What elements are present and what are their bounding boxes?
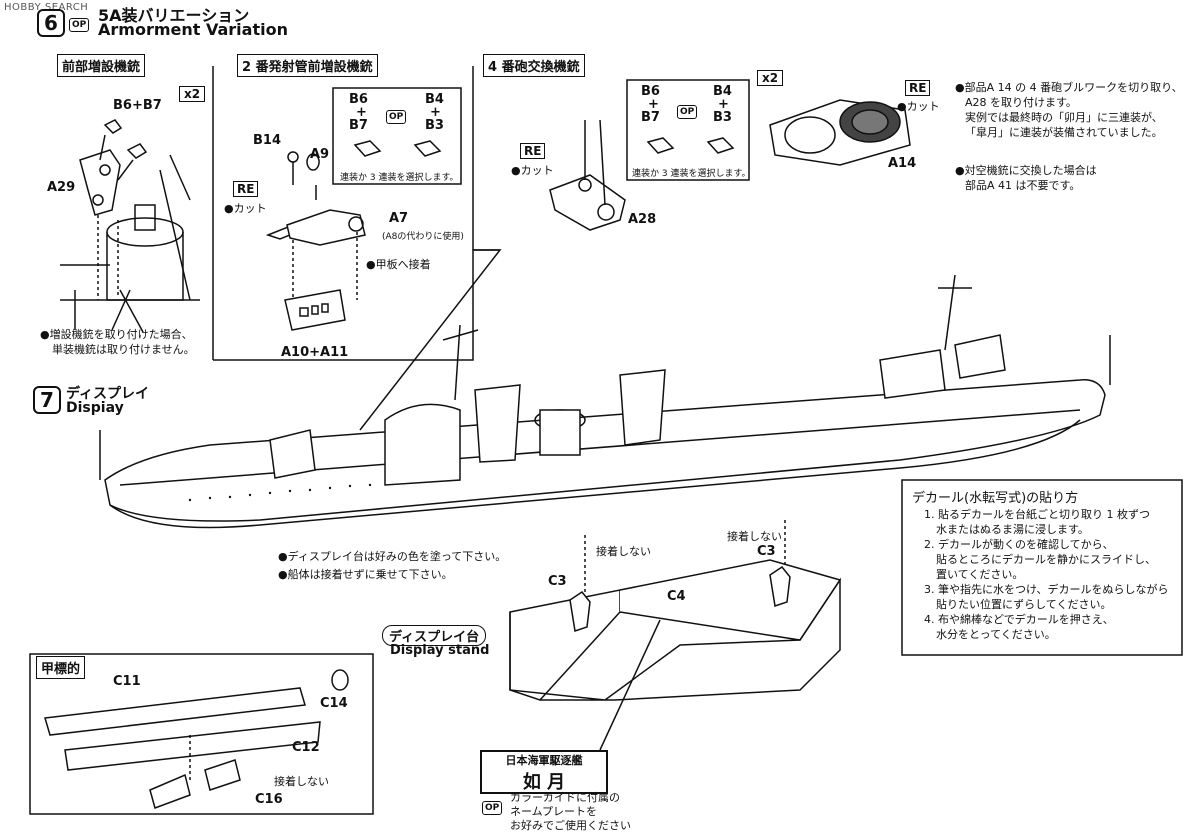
step-6-op-badge: OP	[69, 18, 90, 32]
panel4-note2-line2: 部品A 41 は不要です。	[965, 179, 1081, 192]
decal-step-2c: 置いてください。	[936, 568, 1024, 581]
panel2-option-plus2: +	[430, 105, 441, 120]
panel4-multiplier: x2	[757, 70, 784, 86]
step-6-number: 6	[37, 9, 65, 37]
part-a14-label: A14	[888, 156, 917, 171]
step-6-title-jp: 5A装バリエーション	[98, 6, 250, 25]
panel3-option-b7: B7	[641, 110, 660, 125]
watermark: HOBBY SEARCH	[4, 2, 89, 13]
step-7-title-en: Dispiay	[66, 400, 124, 416]
decal-title: デカール(水転写式)の貼り方	[912, 491, 1079, 506]
panel3-re-badge: RE	[520, 143, 546, 159]
nameplate: 日本海軍駆逐艦 如 月	[480, 750, 608, 794]
decal-step-3a: 3. 筆や指先に水をつけ、デカールをぬらしながら	[924, 583, 1169, 596]
part-b6b7-label: B6+B7	[113, 98, 162, 113]
part-c3-right: C3	[757, 544, 776, 559]
panel4-re-badge: RE	[905, 80, 931, 96]
part-c11: C11	[113, 674, 141, 689]
panel4-note1-line4: 「皐月」に連装が装備されていました。	[965, 126, 1163, 139]
part-a9-label: A9	[310, 147, 330, 162]
nameplate-op-badge: OP	[482, 801, 503, 815]
part-a7-note: (A8の代わりに使用)	[382, 232, 464, 242]
panel3-option-b4: B4	[713, 84, 732, 99]
nameplate-note3: お好みでご使用ください	[510, 819, 631, 832]
panel3-option-plus2: +	[718, 97, 729, 112]
no-glue-left: 接着しない	[596, 545, 651, 558]
panel4-cut-label: ●カット	[897, 100, 940, 113]
panel4-note1-line1: ●部品A 14 の 4 番砲ブルワークを切り取り、	[955, 81, 1183, 94]
panel3-title: 4 番砲交換機銃	[483, 54, 585, 77]
panel2-option-b4: B4	[425, 92, 444, 107]
panel3-op-badge: OP	[677, 105, 698, 119]
panel2-option-plus1: +	[356, 105, 367, 120]
panel3-cut-label: ●カット	[511, 164, 554, 177]
panel2-option-b6: B6	[349, 92, 368, 107]
part-a7-label: A7	[389, 211, 409, 226]
panel2-option-b7: B7	[349, 118, 368, 133]
display-stand-en: Display stand	[390, 643, 490, 658]
nameplate-note2: ネームプレートを	[510, 805, 598, 818]
deck-glue-label: ●甲板へ接着	[366, 258, 431, 271]
nameplate-line2: 如 月	[522, 772, 566, 793]
panel1-note-line2: 単装機銃は取り付けません。	[52, 343, 195, 356]
decal-step-1a: 1. 貼るデカールを台紙ごと切り取り 1 枚ずつ	[924, 508, 1150, 521]
decal-step-1b: 水またはぬるま湯に浸します。	[936, 523, 1089, 536]
panel2-title: 2 番発射管前増設機銃	[237, 54, 378, 77]
decal-step-4a: 4. 布や綿棒などでデカールを押さえ、	[924, 613, 1114, 626]
panel3-option-b3: B3	[713, 110, 732, 125]
no-glue-right: 接着しない	[727, 530, 782, 543]
part-c12: C12	[292, 740, 320, 755]
part-c16: C16	[255, 792, 283, 807]
panel4-note2-line1: ●対空機銃に交換した場合は	[955, 164, 1097, 177]
step-7-number: 7	[33, 386, 61, 414]
step-6-title-en: Armorment Variation	[98, 20, 288, 39]
panel4-note1-line2: A28 を取り付けます。	[965, 96, 1077, 109]
panel1-title: 前部増設機銃	[57, 54, 146, 77]
part-a29-label: A29	[47, 180, 76, 195]
panel2-option-b3: B3	[425, 118, 444, 133]
display-stand-jp: ディスプレイ台	[382, 625, 487, 646]
panel1-note-line1: ●増設機銃を取り付けた場合、	[40, 328, 193, 341]
panel4-note1-line3: 実例では最終時の「卯月」に三連装が、	[965, 111, 1163, 124]
panel2-re-badge: RE	[233, 181, 259, 197]
part-c4: C4	[667, 589, 686, 604]
decal-steps: 1. 貼るデカールを台紙ごと切り取り 1 枚ずつ 水またはぬるま湯に浸します。 …	[924, 507, 1168, 642]
panel3-option-b6: B6	[641, 84, 660, 99]
panel1-multiplier: x2	[179, 86, 206, 102]
panel3-option-note: 連装か 3 連装を選択します。	[632, 169, 751, 179]
part-c14: C14	[320, 696, 348, 711]
nameplate-line1: 日本海軍駆逐艦	[505, 754, 583, 767]
decal-step-3b: 貼りたい位置にずらしてください。	[936, 598, 1112, 611]
panel2-cut-label: ●カット	[224, 202, 267, 215]
panel2-op-badge: OP	[386, 110, 407, 124]
display-note2: ●船体は接着せずに乗せて下さい。	[278, 568, 453, 581]
panel2-option-note: 連装か 3 連装を選択します。	[340, 173, 459, 183]
part-c3-left: C3	[548, 574, 567, 589]
display-note1: ●ディスプレイ台は好みの色を塗って下さい。	[278, 550, 507, 563]
decal-step-4b: 水分をとってください。	[936, 628, 1056, 641]
part-b14-label: B14	[253, 133, 281, 148]
step-7-title-jp: ディスプレイ	[66, 386, 150, 402]
panel3-option-plus1: +	[648, 97, 659, 112]
part-a10a11-label: A10+A11	[281, 345, 349, 360]
decal-step-2a: 2. デカールが動くのを確認してから、	[924, 538, 1114, 551]
nameplate-note1: カラーガイドに付属の	[510, 791, 620, 804]
target-box-title: 甲標的	[36, 656, 86, 679]
decal-step-2b: 貼るところにデカールを静かにスライドし、	[936, 553, 1156, 566]
target-no-glue: 接着しない	[274, 775, 329, 788]
part-a28-label: A28	[628, 212, 657, 227]
